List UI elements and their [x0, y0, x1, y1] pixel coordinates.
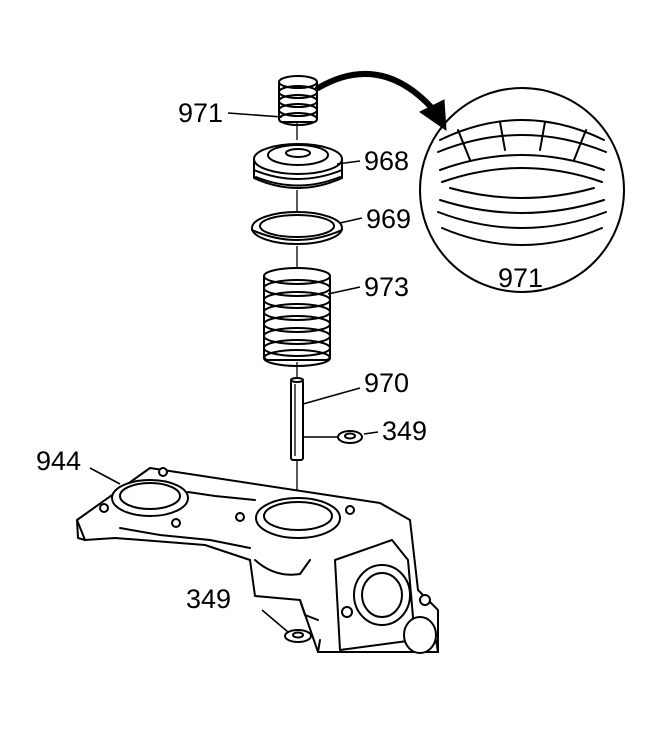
washer-349-lower	[284, 629, 312, 643]
callout-944: 944	[36, 446, 81, 476]
washer-349-upper	[337, 430, 363, 444]
callout-349-lower: 349	[186, 584, 231, 614]
callout-971: 971	[178, 98, 223, 128]
callout-969: 969	[366, 204, 411, 234]
callout-968: 968	[364, 146, 409, 176]
seal-ring-969	[251, 211, 343, 245]
callout-970: 970	[364, 368, 409, 398]
housing-944	[76, 467, 439, 654]
spring-971	[278, 75, 318, 126]
leader-lines	[89, 112, 379, 633]
detail-label-971: 971	[498, 263, 543, 293]
detail-pointer-arrow	[315, 70, 447, 132]
spring-973	[263, 267, 331, 367]
callout-349-upper: 349	[382, 416, 427, 446]
pin-970	[290, 377, 304, 461]
detail-view-971	[419, 87, 625, 293]
piston-968	[253, 143, 343, 189]
callout-973: 973	[364, 272, 409, 302]
